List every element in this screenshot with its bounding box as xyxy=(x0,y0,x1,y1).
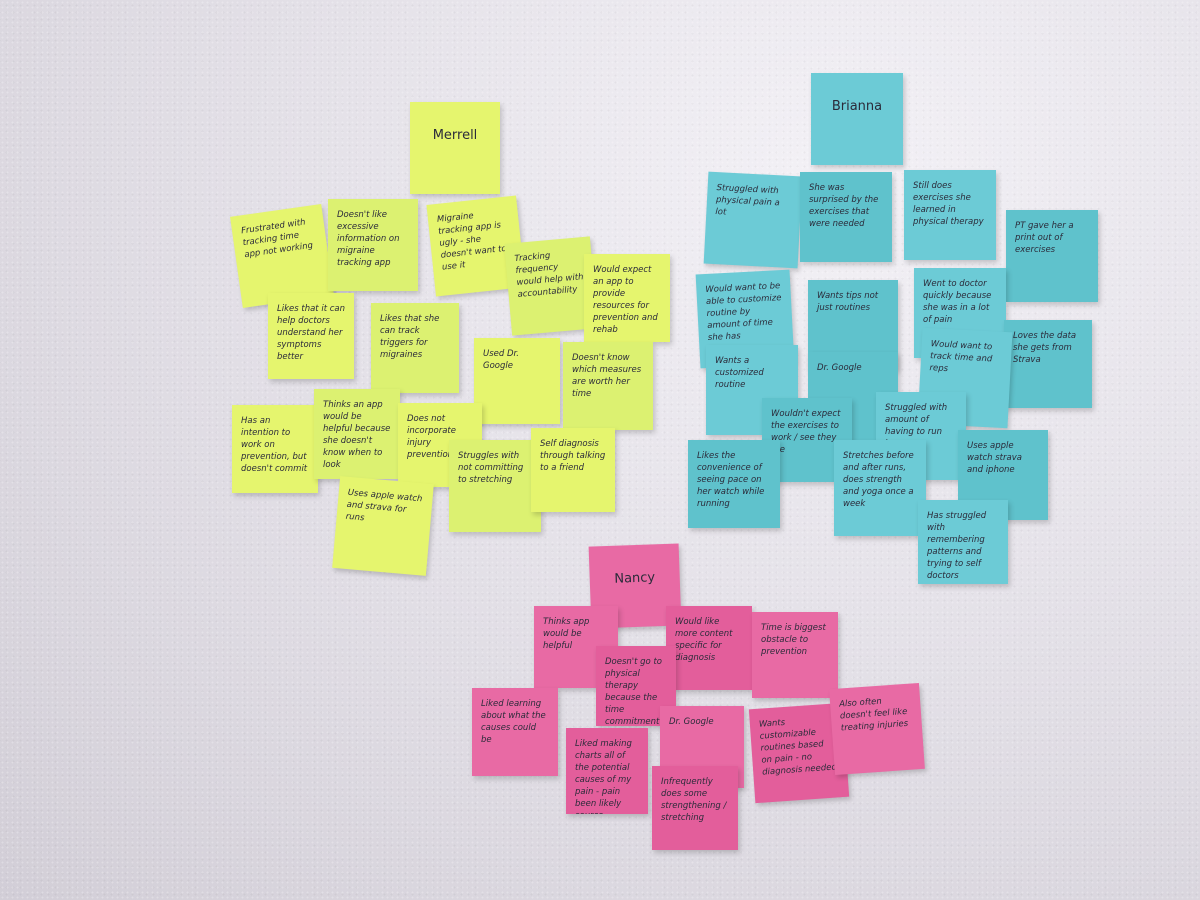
sticky-note: Would expect an app to provide resources… xyxy=(584,254,670,342)
sticky-note: Thinks an app would be helpful because s… xyxy=(314,389,400,479)
sticky-note: Liked making charts all of the potential… xyxy=(566,728,648,814)
note-text: Doesn't know which measures are worth he… xyxy=(572,353,642,399)
sticky-note: She was surprised by the exercises that … xyxy=(800,172,892,262)
sticky-note: Self diagnosis through talking to a frie… xyxy=(531,428,615,512)
sticky-note: Likes the convenience of seeing pace on … xyxy=(688,440,780,528)
note-title-merrell: Merrell xyxy=(410,102,500,194)
note-text: Has struggled with remembering patterns … xyxy=(927,511,987,581)
note-text: Would like more content specific for dia… xyxy=(675,617,733,663)
note-text: Dr. Google xyxy=(669,717,714,727)
sticky-note: Has an intention to work on prevention, … xyxy=(232,405,318,493)
note-text: Still does exercises she learned in phys… xyxy=(913,181,984,227)
note-text: Used Dr. Google xyxy=(483,349,519,371)
note-title-text: Brianna xyxy=(831,99,883,114)
note-text: Wants a customized routine xyxy=(715,356,764,390)
note-text: Thinks an app would be helpful because s… xyxy=(323,400,391,470)
note-text: Likes that she can track triggers for mi… xyxy=(380,314,440,360)
sticky-note: Infrequently does some strengthening / s… xyxy=(652,766,738,850)
note-text: Tracking frequency would help with accou… xyxy=(514,250,584,300)
note-title-brianna: Brianna xyxy=(811,73,903,165)
note-text: Self diagnosis through talking to a frie… xyxy=(540,439,606,473)
note-text: Doesn't like excessive information on mi… xyxy=(337,210,400,268)
sticky-note: Likes that she can track triggers for mi… xyxy=(371,303,459,393)
note-text: Doesn't go to physical therapy because t… xyxy=(605,657,662,726)
note-text: Stretches before and after runs, does st… xyxy=(843,451,914,509)
note-text: Uses apple watch strava and iphone xyxy=(967,441,1022,475)
note-text: Would want to track time and reps xyxy=(929,339,993,375)
sticky-note: Has struggled with remembering patterns … xyxy=(918,500,1008,584)
note-text: Went to doctor quickly because she was i… xyxy=(923,279,992,325)
sticky-note: Would like more content specific for dia… xyxy=(666,606,752,690)
note-text: Liked learning about what the causes cou… xyxy=(481,699,546,745)
note-text: Also often doesn't feel like treating in… xyxy=(838,696,909,734)
sticky-note: Stretches before and after runs, does st… xyxy=(834,440,926,536)
note-text: Infrequently does some strengthening / s… xyxy=(661,777,727,823)
sticky-note: Also often doesn't feel like treating in… xyxy=(829,682,925,776)
note-text: Likes that it can help doctors understan… xyxy=(277,304,346,362)
sticky-note: Struggled with physical pain a lot xyxy=(703,171,803,269)
note-text: Wants customizable routines based on pai… xyxy=(758,717,838,778)
sticky-note: Used Dr. Google xyxy=(474,338,560,424)
note-text: Would want to be able to customize routi… xyxy=(705,281,782,343)
note-text: Struggled with physical pain a lot xyxy=(715,183,780,218)
sticky-note: Liked learning about what the causes cou… xyxy=(472,688,558,776)
sticky-note: Time is biggest obstacle to prevention xyxy=(752,612,838,698)
sticky-note: Struggles with not committing to stretch… xyxy=(449,440,541,532)
note-text: Does not incorporate injury prevention xyxy=(407,414,456,460)
note-title-text: Merrell xyxy=(432,128,478,143)
sticky-note: Loves the data she gets from Strava xyxy=(1004,320,1092,408)
note-text: Has an intention to work on prevention, … xyxy=(241,416,308,474)
note-text: She was surprised by the exercises that … xyxy=(809,183,879,229)
note-text: Uses apple watch and strava for runs xyxy=(345,487,423,524)
note-title-text: Nancy xyxy=(614,570,656,587)
note-text: Dr. Google xyxy=(817,363,862,373)
note-text: Likes the convenience of seeing pace on … xyxy=(697,451,765,509)
note-text: Loves the data she gets from Strava xyxy=(1013,331,1077,365)
note-text: Wants tips not just routines xyxy=(817,291,879,313)
note-text: Frustrated with tracking time app not wo… xyxy=(240,217,314,261)
sticky-note: Doesn't know which measures are worth he… xyxy=(563,342,653,430)
sticky-note: Doesn't like excessive information on mi… xyxy=(328,199,418,291)
note-text: Wouldn't expect the exercises to work / … xyxy=(771,409,841,455)
note-text: Struggles with not committing to stretch… xyxy=(458,451,524,485)
sticky-note: Uses apple watch and strava for runs xyxy=(332,476,434,576)
note-text: PT gave her a print out of exercises xyxy=(1015,221,1074,255)
note-text: Migraine tracking app is ugly - she does… xyxy=(436,211,508,273)
sticky-note: Still does exercises she learned in phys… xyxy=(904,170,996,260)
note-text: Would expect an app to provide resources… xyxy=(593,265,658,335)
sticky-note: Likes that it can help doctors understan… xyxy=(268,293,354,379)
note-text: Liked making charts all of the potential… xyxy=(575,739,632,814)
sticky-note: PT gave her a print out of exercises xyxy=(1006,210,1098,302)
note-text: Thinks app would be helpful xyxy=(543,617,590,651)
note-text: Time is biggest obstacle to prevention xyxy=(761,623,826,657)
